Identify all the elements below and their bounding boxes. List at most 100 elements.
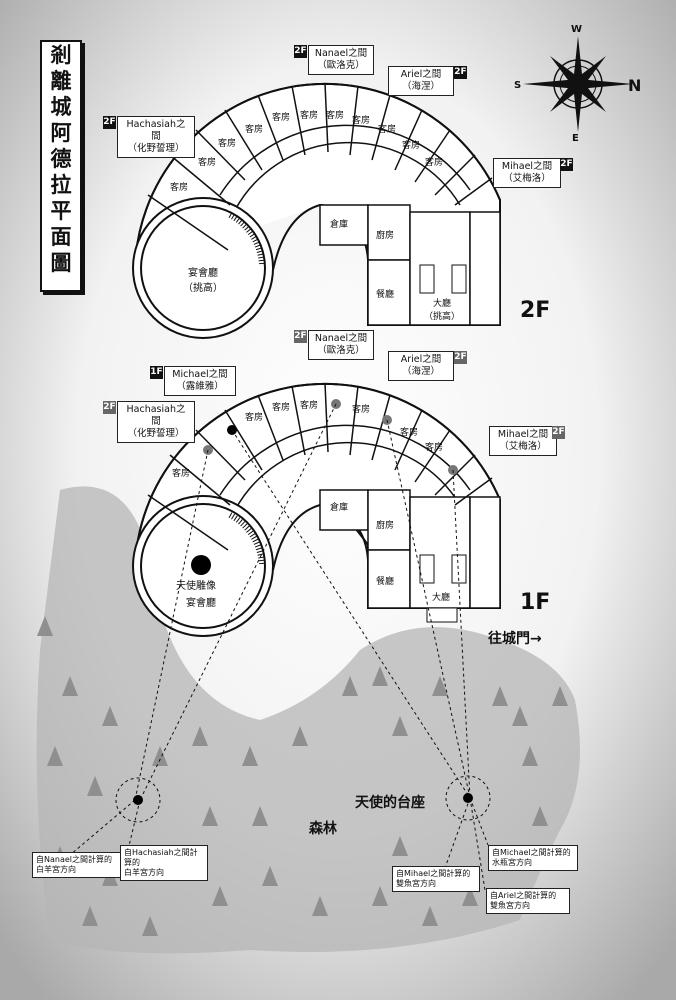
floor-tag-hachasiah-2f: 2F (103, 116, 116, 129)
storage-1f: 倉庫 (330, 503, 349, 513)
angel-statue-marker (191, 555, 211, 575)
floor-tag-mihael-1f: 2F (552, 426, 565, 439)
tree-icon (82, 906, 98, 926)
tree-icon (37, 616, 53, 636)
guest-room-1f: 客房 (400, 428, 419, 438)
guest-room-2f: 客房 (425, 158, 444, 168)
guest-room-2f: 客房 (272, 113, 291, 123)
tree-icon (392, 716, 408, 736)
banquet-hall-1f: 宴會廳 (186, 598, 216, 609)
annotation-nanael: 自Nanael之間計算的白羊宮方向 (32, 852, 130, 878)
tree-icon (392, 836, 408, 856)
angel-platform-markers (115, 775, 491, 823)
label-hachasiah-2f: Hachasiah之間（化野誓理） (117, 116, 195, 158)
compass-w: W (571, 24, 583, 35)
tree-icon (202, 806, 218, 826)
label-mihael-1f: Mihael之間（艾梅洛） (489, 426, 557, 456)
tree-icon (462, 886, 478, 906)
guest-room-1f: 客房 (245, 413, 264, 423)
compass-e: E (572, 133, 579, 144)
floor-label-2f: 2F (520, 298, 551, 323)
title-char: 拉 (50, 172, 72, 197)
tree-icon (242, 746, 258, 766)
tree-icon (312, 896, 328, 916)
guest-room-1f: 客房 (272, 403, 291, 413)
angel-platform-label: 天使的台座 (355, 795, 425, 811)
guest-room-2f: 客房 (170, 183, 189, 193)
label-michael-1f: Michael之間（露維雅） (164, 366, 236, 396)
title-char: 德 (50, 146, 72, 171)
guest-room-1f: 客房 (172, 469, 191, 479)
tree-icon (512, 706, 528, 726)
storage-2f: 倉庫 (330, 220, 349, 230)
label-nanael-1f: Nanael之間（歐洛克） (308, 330, 374, 360)
to-gate-label: 往城門→ (488, 631, 542, 647)
guest-room-2f: 客房 (300, 111, 319, 121)
tree-icon (87, 776, 103, 796)
tree-icon (47, 746, 63, 766)
tree-icon (192, 726, 208, 746)
guest-room-1f: 客房 (300, 401, 319, 411)
label-hachasiah-1f: Hachasiah之間（化野誓理） (117, 401, 195, 443)
compass-s: S (514, 80, 522, 91)
title-char: 城 (50, 94, 72, 119)
forest-label: 森林 (309, 821, 337, 837)
label-ariel-2f: Ariel之間（海涅） (388, 66, 454, 96)
kitchen-1f: 廚房 (376, 521, 395, 531)
label-ariel-1f: Ariel之間（海涅） (388, 351, 454, 381)
annotation-michael: 自Michael之間計算的水瓶宮方向 (488, 845, 578, 871)
floor-tag-michael-1f: 1F (150, 366, 163, 379)
tree-icon (262, 866, 278, 886)
floor-tag-nanael-2f: 2F (294, 45, 307, 58)
angel-statue-label: 天使雕像 (176, 581, 216, 592)
annotation-mihael: 自Mihael之間計算的雙魚宮方向 (392, 866, 480, 892)
direction-lines (69, 403, 489, 891)
floor-tag-mihael-2f: 2F (560, 158, 573, 171)
floor-tag-ariel-2f: 2F (454, 66, 467, 79)
floor-tag-nanael-1f: 2F (294, 330, 307, 343)
compass-n: N (628, 76, 642, 95)
dining-2f: 餐廳 (376, 290, 395, 300)
tree-icon (252, 806, 268, 826)
tree-icon (152, 746, 168, 766)
guest-room-2f: 客房 (326, 111, 345, 121)
guest-room-2f: 客房 (198, 158, 217, 168)
guest-room-2f: 客房 (402, 141, 421, 151)
label-nanael-2f: Nanael之間（歐洛克） (308, 45, 374, 75)
tree-icon (522, 746, 538, 766)
tree-icon (372, 886, 388, 906)
guest-room-2f: 客房 (218, 139, 237, 149)
guest-room-1f: 客房 (425, 443, 444, 453)
tree-icon (292, 726, 308, 746)
floor-label-1f: 1F (520, 590, 551, 615)
title-char: 剎 (50, 42, 72, 67)
tree-icon (102, 706, 118, 726)
tree-icon (212, 886, 228, 906)
floor-tag-ariel-1f: 2F (454, 351, 467, 364)
title-char: 阿 (50, 120, 72, 145)
floor-2-plan (132, 82, 501, 339)
guest-room-2f: 客房 (352, 116, 371, 126)
floor-tag-hachasiah-1f: 2F (103, 401, 116, 414)
title-char: 離 (50, 68, 72, 93)
floor-1-plan (132, 382, 501, 637)
title-char: 圖 (50, 250, 72, 275)
title-char: 面 (50, 224, 72, 249)
tree-icon (142, 916, 158, 936)
tree-icon (552, 686, 568, 706)
map-title: 剎離城阿德拉平面圖 (40, 40, 82, 292)
kitchen-2f: 廚房 (376, 231, 395, 241)
tree-icon (432, 676, 448, 696)
banquet-hall-2f: 宴會廳（挑高） (183, 268, 223, 294)
tree-icon (62, 676, 78, 696)
tree-icon (492, 686, 508, 706)
guest-room-2f: 客房 (378, 125, 397, 135)
tree-icon (532, 806, 548, 826)
annotation-hachasiah: 自Hachasiah之間計算的白羊宮方向 (120, 845, 208, 881)
dining-1f: 餐廳 (376, 577, 395, 587)
annotation-ariel: 自Ariel之間計算的雙魚宮方向 (486, 888, 570, 914)
hall-2f: 大廳（挑高） (424, 299, 461, 322)
guest-room-2f: 客房 (245, 125, 264, 135)
guest-room-1f: 客房 (352, 405, 371, 415)
title-char: 平 (50, 198, 72, 223)
